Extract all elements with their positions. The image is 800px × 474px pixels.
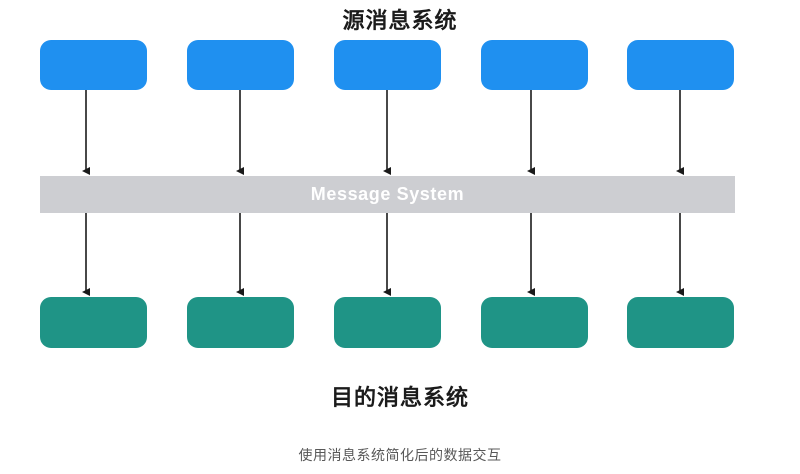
target-node-5[interactable] xyxy=(627,297,734,348)
source-node-4[interactable] xyxy=(481,40,588,90)
source-node-3[interactable] xyxy=(334,40,441,90)
target-node-1[interactable] xyxy=(40,297,147,348)
figure-caption: 使用消息系统简化后的数据交互 xyxy=(298,447,502,463)
source-node-5[interactable] xyxy=(627,40,734,90)
page-title-target: 目的消息系统 xyxy=(330,385,469,410)
source-node-2[interactable] xyxy=(187,40,294,90)
message-system-bar[interactable]: Message System xyxy=(40,176,735,213)
target-node-4[interactable] xyxy=(481,297,588,348)
source-node-1[interactable] xyxy=(40,40,147,90)
target-node-3[interactable] xyxy=(334,297,441,348)
page-title-source: 源消息系统 xyxy=(342,8,458,33)
target-node-2[interactable] xyxy=(187,297,294,348)
message-system-label: Message System xyxy=(310,184,465,204)
